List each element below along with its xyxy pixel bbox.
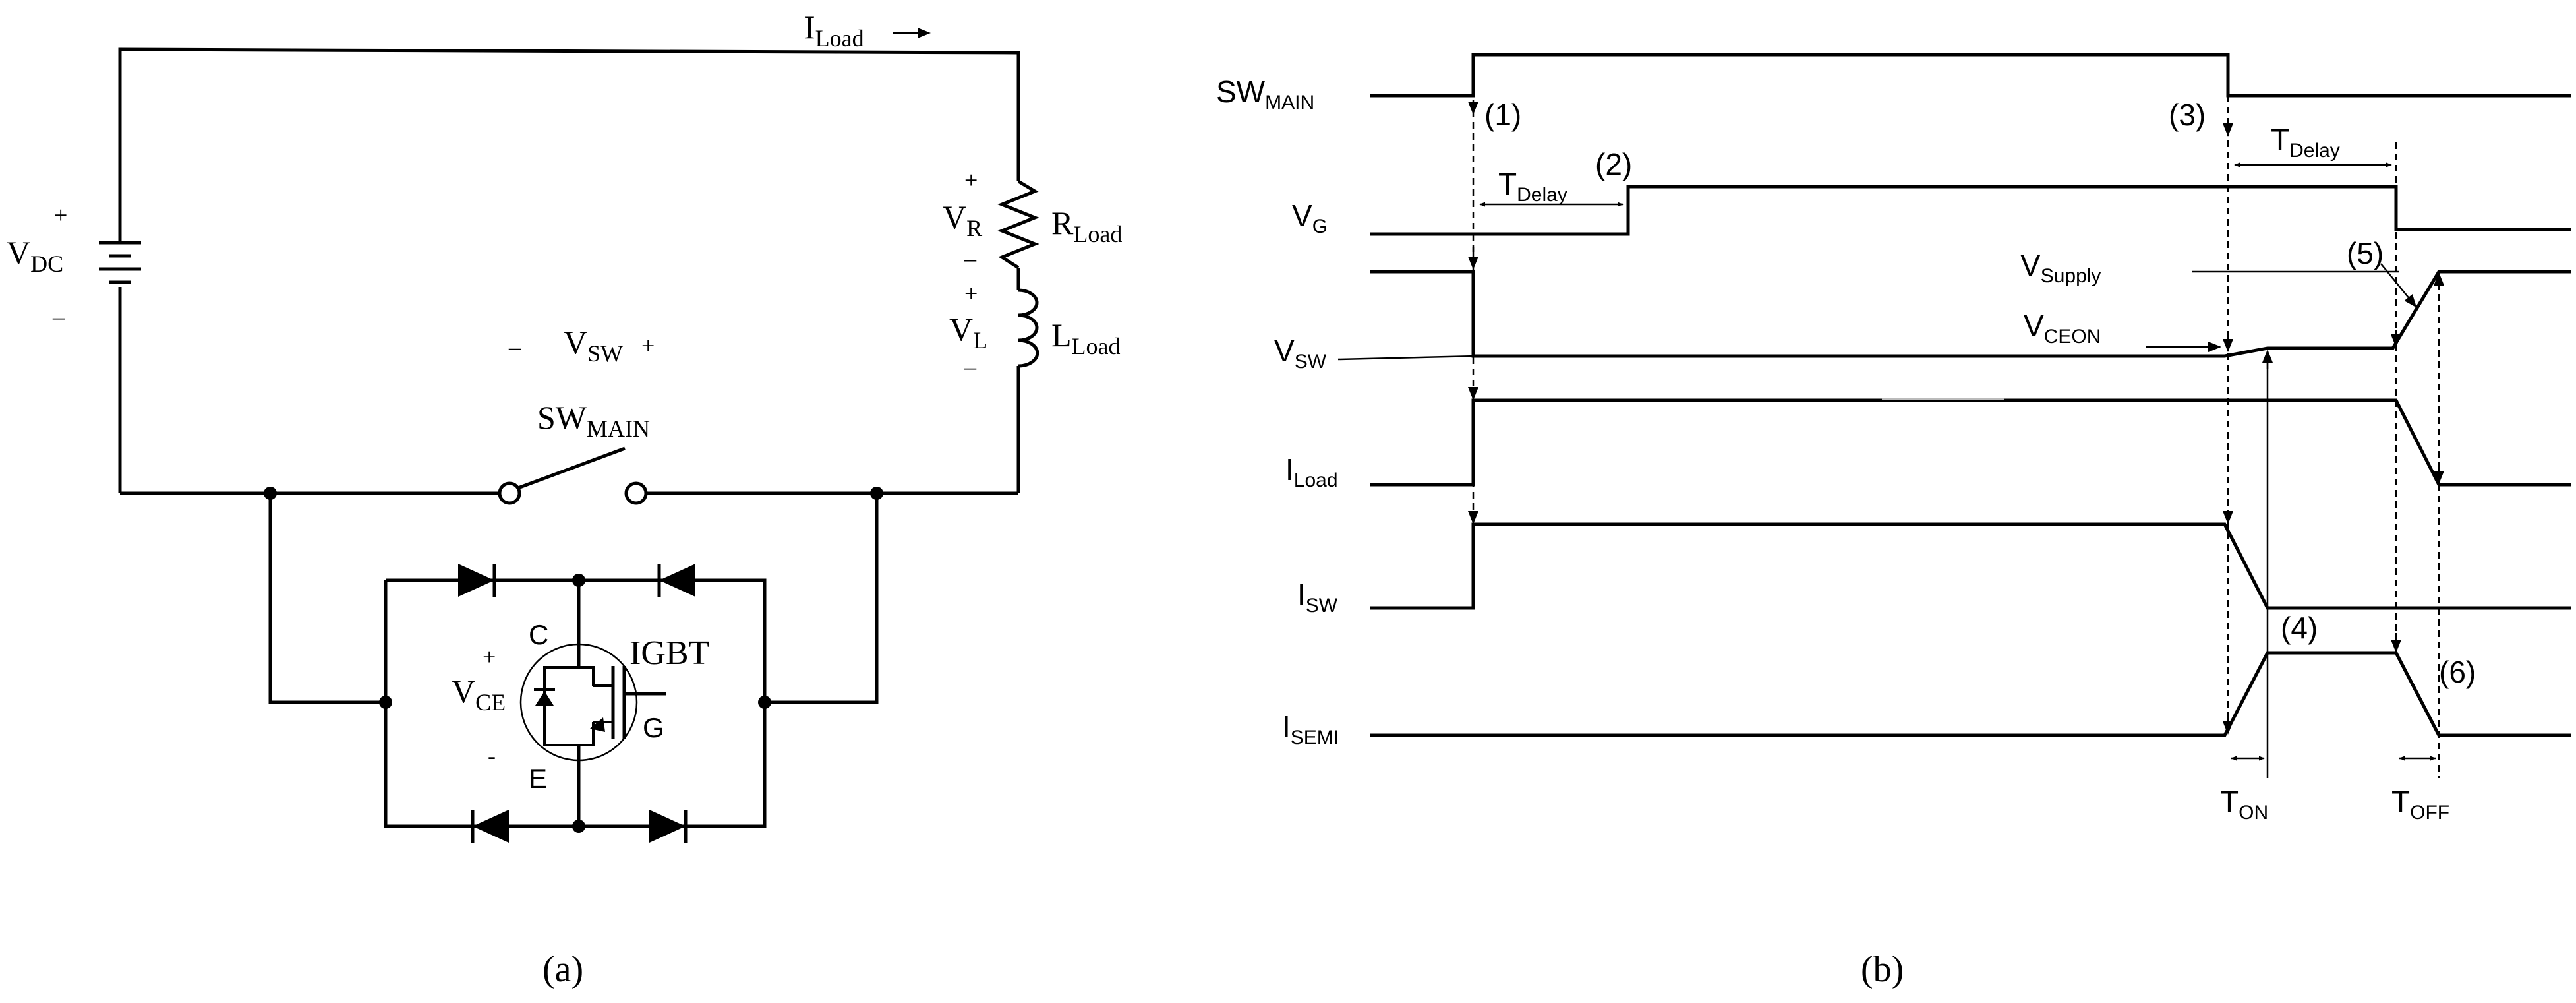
- time-label-t-on: TON: [2220, 785, 2268, 824]
- switch-symbol: [498, 446, 648, 505]
- label-sw-main: SWMAIN: [537, 399, 650, 442]
- vdc-plus: +: [54, 202, 67, 228]
- vl-minus: –: [964, 353, 977, 380]
- signal-label-i-semi: ISEMI: [1282, 710, 1339, 748]
- event-label-1: (1): [1484, 98, 1521, 132]
- event-label-3: (3): [2169, 98, 2206, 132]
- signal-label-i-sw: ISW: [1297, 578, 1338, 617]
- waveform-v-g: [1370, 185, 2571, 236]
- resistor-symbol: [997, 179, 1039, 270]
- event-label-6: (6): [2439, 655, 2476, 689]
- waveform-v-sw: [1370, 270, 2571, 358]
- label-v-ce: VCE: [452, 673, 506, 715]
- event-label-4: (4): [2281, 611, 2318, 645]
- label-collector: C: [529, 619, 548, 650]
- label-l-load: LLoad: [1051, 317, 1121, 359]
- label-r-load: RLoad: [1051, 204, 1122, 247]
- vdc-minus: –: [52, 303, 65, 330]
- vce-plus: +: [483, 644, 496, 670]
- signal-label-sw-main: SWMAIN: [1216, 75, 1314, 113]
- label-gate: G: [643, 712, 664, 743]
- diode-bottom-right: [649, 810, 688, 843]
- label-v-r: VR: [943, 198, 982, 241]
- event-label-5: (5): [2347, 236, 2384, 270]
- panel-a-label: (a): [542, 949, 583, 990]
- diode-bottom-left: [471, 810, 509, 843]
- circuit-wires: [118, 47, 1020, 828]
- time-label-t-delay-2: TDelay: [2271, 123, 2340, 162]
- igbt-symbol: [519, 643, 666, 762]
- v-sw-ref-line: [1337, 355, 1477, 361]
- signal-label-v-sw: VSW: [1274, 334, 1327, 373]
- timing-panel: SWMAIN VG VSW ILoad ISW ISEMI VSupply VC…: [1216, 53, 2571, 990]
- label-v-l: VL: [949, 311, 987, 353]
- vsw-minus: –: [508, 334, 521, 360]
- waveform-i-sw: [1370, 522, 2571, 610]
- waveform-i-load: [1370, 398, 2571, 487]
- waveform-i-semi: [1370, 651, 2571, 737]
- panel-b-label: (b): [1861, 949, 1904, 990]
- label-i-load: ILoad: [804, 9, 864, 51]
- level-label-v-ceon: VCEON: [2024, 309, 2101, 348]
- time-label-t-off: TOFF: [2391, 785, 2449, 824]
- diode-top-right: [657, 564, 695, 597]
- waveform-sw-main: [1370, 53, 2571, 98]
- circuit-panel: ILoad VDC + – + VR – RLoad + VL – LLoad …: [7, 9, 1122, 990]
- label-igbt: IGBT: [629, 634, 709, 672]
- level-label-v-supply: VSupply: [2020, 248, 2101, 287]
- vl-plus: +: [964, 280, 978, 307]
- vr-minus: –: [964, 245, 977, 272]
- signal-label-i-load: ILoad: [1285, 452, 1338, 491]
- vsw-plus: +: [641, 332, 655, 359]
- battery-symbol: [99, 98, 141, 284]
- diode-top-left: [458, 564, 496, 597]
- vr-plus: +: [964, 167, 978, 193]
- event-label-2: (2): [1595, 147, 1632, 181]
- inductor-symbol: [1018, 288, 1039, 368]
- junction-dots: [264, 487, 883, 833]
- label-v-dc: VDC: [7, 234, 63, 277]
- label-emitter: E: [529, 763, 547, 794]
- event-5-pointer: [2380, 263, 2417, 308]
- signal-label-v-g: VG: [1292, 198, 1328, 237]
- label-v-sw: VSW: [564, 324, 623, 367]
- vce-minus: -: [488, 743, 496, 769]
- time-label-t-delay-1: TDelay: [1498, 167, 1567, 206]
